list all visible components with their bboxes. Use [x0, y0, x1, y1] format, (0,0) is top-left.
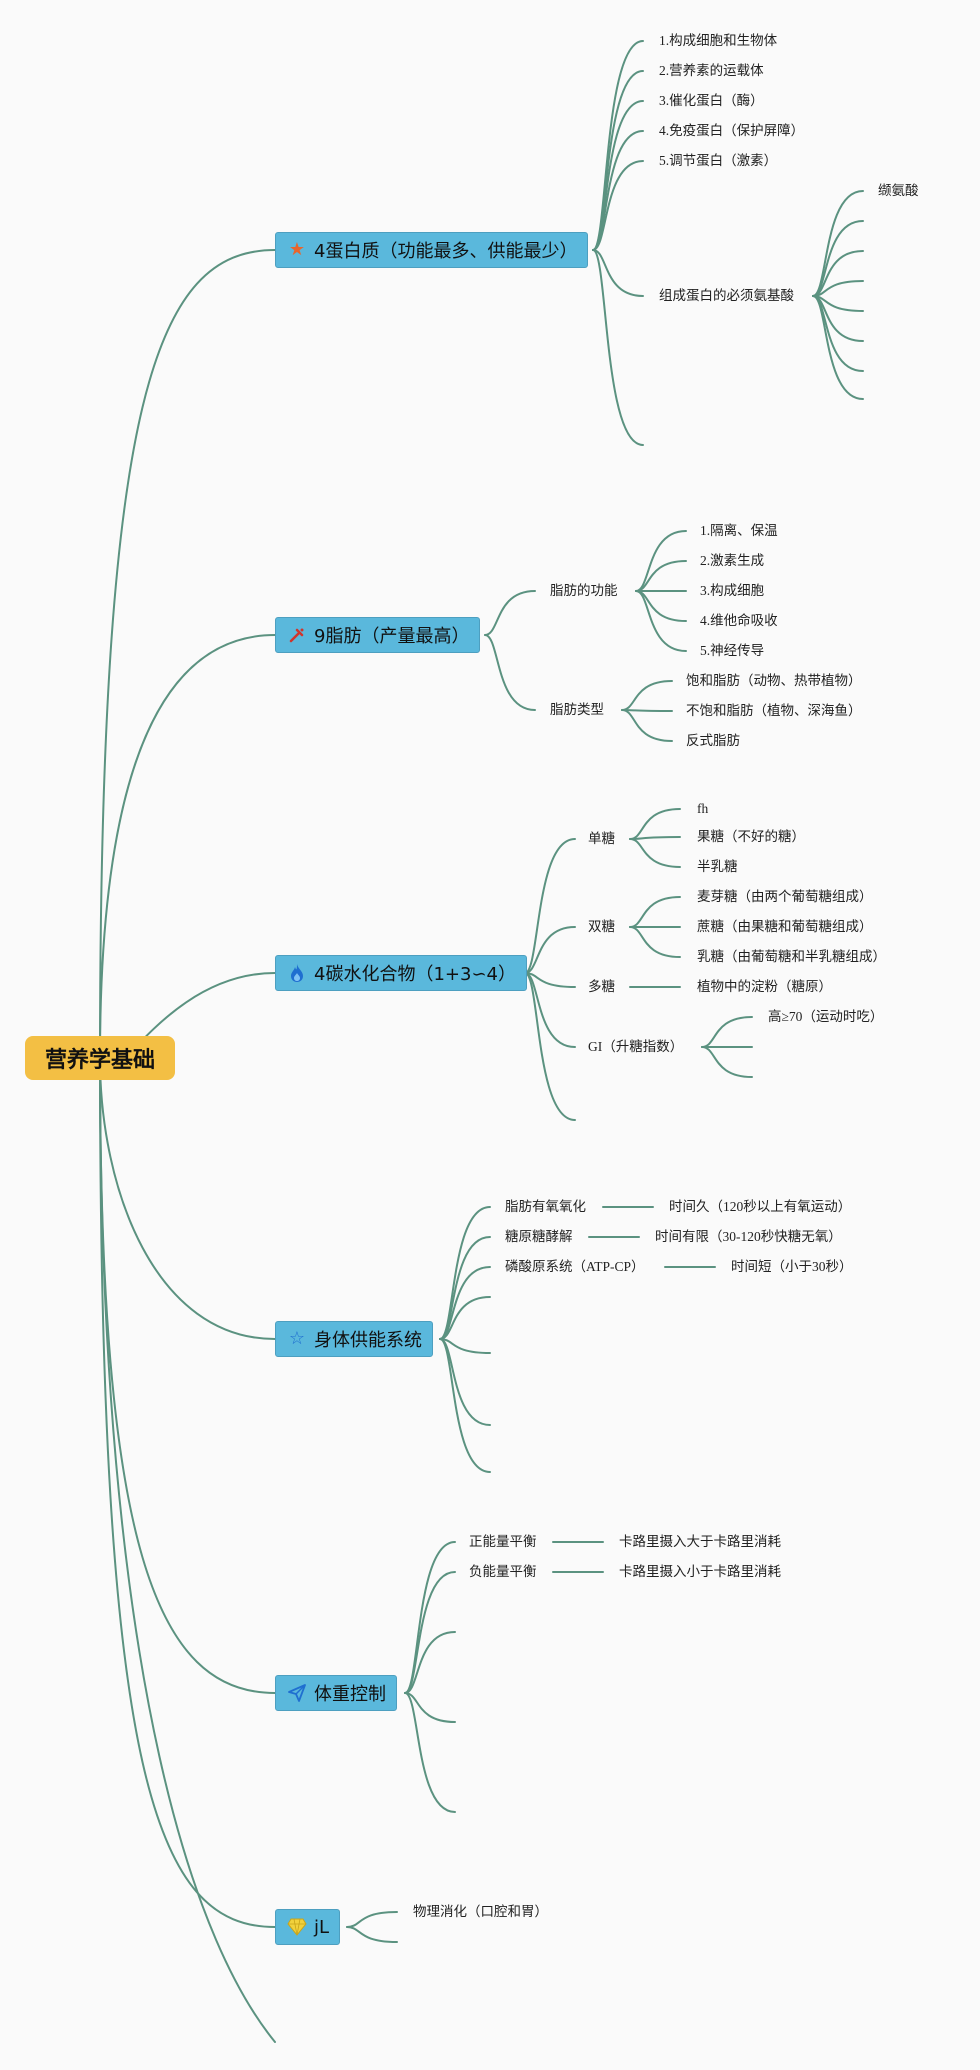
root-node[interactable]: 营养学基础 — [25, 1036, 175, 1080]
fat-function[interactable]: 2.激素生成 — [700, 553, 765, 568]
gem-icon — [286, 1918, 308, 1936]
weight-item-detail[interactable]: 卡路里摄入小于卡路里消耗 — [619, 1564, 781, 1579]
branch-weight-label: 体重控制 — [314, 1684, 386, 1705]
carb-di-item[interactable]: 乳糖（由葡萄糖和半乳糖组成） — [697, 949, 886, 964]
fat-function-group[interactable]: 脂肪的功能 — [550, 583, 618, 598]
protein-function[interactable]: 1.构成细胞和生物体 — [659, 33, 778, 48]
energy-system-detail[interactable]: 时间久（120秒以上有氧运动） — [669, 1199, 852, 1214]
protein-function[interactable]: 4.免疫蛋白（保护屏障） — [659, 123, 805, 138]
carb-di-item[interactable]: 蔗糖（由果糖和葡萄糖组成） — [697, 919, 873, 934]
branch-energy[interactable]: ☆ 身体供能系统 — [275, 1321, 433, 1357]
carb-di-group[interactable]: 双糖 — [588, 919, 615, 934]
star-icon: ★ — [288, 239, 306, 260]
carb-mono-item[interactable]: 果糖（不好的糖） — [697, 829, 805, 844]
branch-weight[interactable]: 体重控制 — [275, 1675, 397, 1711]
star-outline-icon: ☆ — [288, 1328, 306, 1349]
carb-gi-group[interactable]: GI（升糖指数） — [588, 1039, 684, 1054]
carb-mono-item[interactable]: 半乳糖 — [697, 859, 738, 874]
fat-type[interactable]: 反式脂肪 — [686, 733, 740, 748]
branch-digest[interactable]: jL — [275, 1909, 341, 1945]
energy-system[interactable]: 脂肪有氧氧化 — [505, 1199, 586, 1214]
fat-function[interactable]: 4.维他命吸收 — [700, 613, 778, 628]
weight-item-detail[interactable]: 卡路里摄入大于卡路里消耗 — [619, 1534, 781, 1549]
carb-mono-group[interactable]: 单糖 — [588, 831, 615, 846]
protein-function[interactable]: 5.调节蛋白（激素） — [659, 153, 778, 168]
energy-system[interactable]: 糖原糖酵解 — [505, 1229, 573, 1244]
branch-protein[interactable]: ★ 4蛋白质（功能最多、供能最少） — [275, 232, 589, 268]
weight-item[interactable]: 正能量平衡 — [469, 1534, 537, 1549]
branch-carbs-label: 4碳水化合物（1+3∽4） — [314, 964, 516, 985]
branch-carbs[interactable]: 4碳水化合物（1+3∽4） — [275, 955, 527, 991]
weight-item[interactable]: 负能量平衡 — [469, 1564, 537, 1579]
energy-system-detail[interactable]: 时间有限（30-120秒快糖无氧） — [655, 1229, 842, 1244]
carb-poly-group[interactable]: 多糖 — [588, 979, 615, 994]
carb-mono-item[interactable]: fh — [697, 801, 709, 816]
branch-protein-label: 4蛋白质（功能最多、供能最少） — [314, 241, 578, 262]
fat-type-group[interactable]: 脂肪类型 — [550, 702, 604, 717]
carb-gi-item[interactable]: 高≥70（运动时吃） — [768, 1009, 884, 1024]
energy-system-detail[interactable]: 时间短（小于30秒） — [731, 1259, 853, 1274]
branch-energy-label: 身体供能系统 — [314, 1330, 422, 1351]
amino-acid-group[interactable]: 组成蛋白的必须氨基酸 — [659, 288, 794, 303]
protein-function[interactable]: 2.营养素的运载体 — [659, 63, 764, 78]
branch-fat[interactable]: 9脂肪（产量最高） — [275, 617, 481, 653]
fat-type[interactable]: 不饱和脂肪（植物、深海鱼） — [686, 703, 862, 718]
energy-system[interactable]: 磷酸原系统（ATP-CP） — [505, 1259, 645, 1274]
carb-poly-item[interactable]: 植物中的淀粉（糖原） — [697, 979, 832, 994]
fat-type[interactable]: 饱和脂肪（动物、热带植物） — [686, 673, 862, 688]
carb-di-item[interactable]: 麦芽糖（由两个葡萄糖组成） — [697, 889, 873, 904]
branch-fat-label: 9脂肪（产量最高） — [314, 626, 470, 647]
tools-icon — [286, 626, 308, 644]
digest-item[interactable]: 物理消化（口腔和胃） — [413, 1904, 548, 1919]
protein-function[interactable]: 3.催化蛋白（酶） — [659, 93, 764, 108]
flame-icon — [286, 963, 308, 983]
send-icon — [286, 1684, 308, 1702]
fat-function[interactable]: 5.神经传导 — [700, 643, 765, 658]
branch-digest-label: jL — [314, 1916, 330, 1938]
fat-function[interactable]: 1.隔离、保温 — [700, 523, 778, 538]
amino-acid-item[interactable]: 缬氨酸 — [878, 183, 919, 198]
fat-function[interactable]: 3.构成细胞 — [700, 583, 765, 598]
